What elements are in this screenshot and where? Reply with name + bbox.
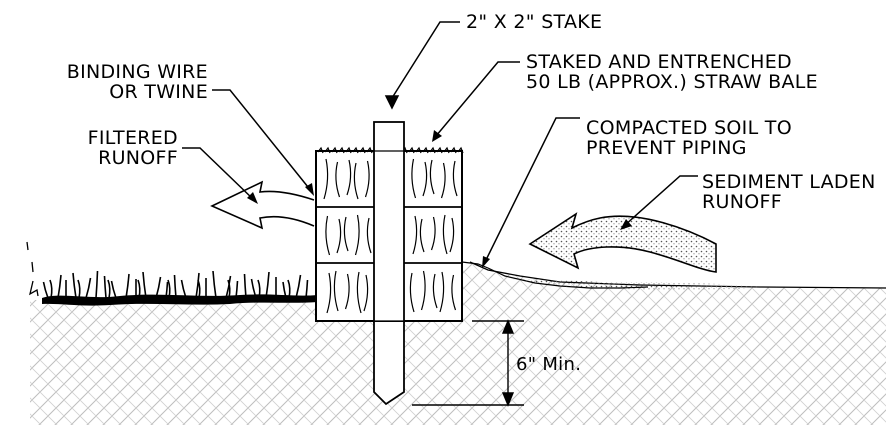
binding-wire-label: BINDING WIRE OR TWINE [66,61,208,103]
sediment-deposit [512,279,760,290]
compacted-soil-label: COMPACTED SOIL TO PREVENT PIPING [586,117,792,159]
leader-lines [182,21,698,268]
vegetation-grass [42,270,318,306]
slope-marks [26,241,39,297]
filtered-runoff-arrow [210,180,315,230]
filtered-runoff-label: FILTERED RUNOFF [87,127,178,169]
sediment-runoff-arrow [528,212,717,273]
wooden-stake [373,121,405,406]
straw-bale-label: STAKED AND ENTRENCHED 50 LB (APPROX.) ST… [526,51,818,93]
sediment-runoff-label: SEDIMENT LADEN RUNOFF [702,171,876,213]
depth-dimension [412,319,524,407]
depth-label: 6" Min. [516,354,582,375]
stake-label: 2" X 2" STAKE [466,11,603,33]
